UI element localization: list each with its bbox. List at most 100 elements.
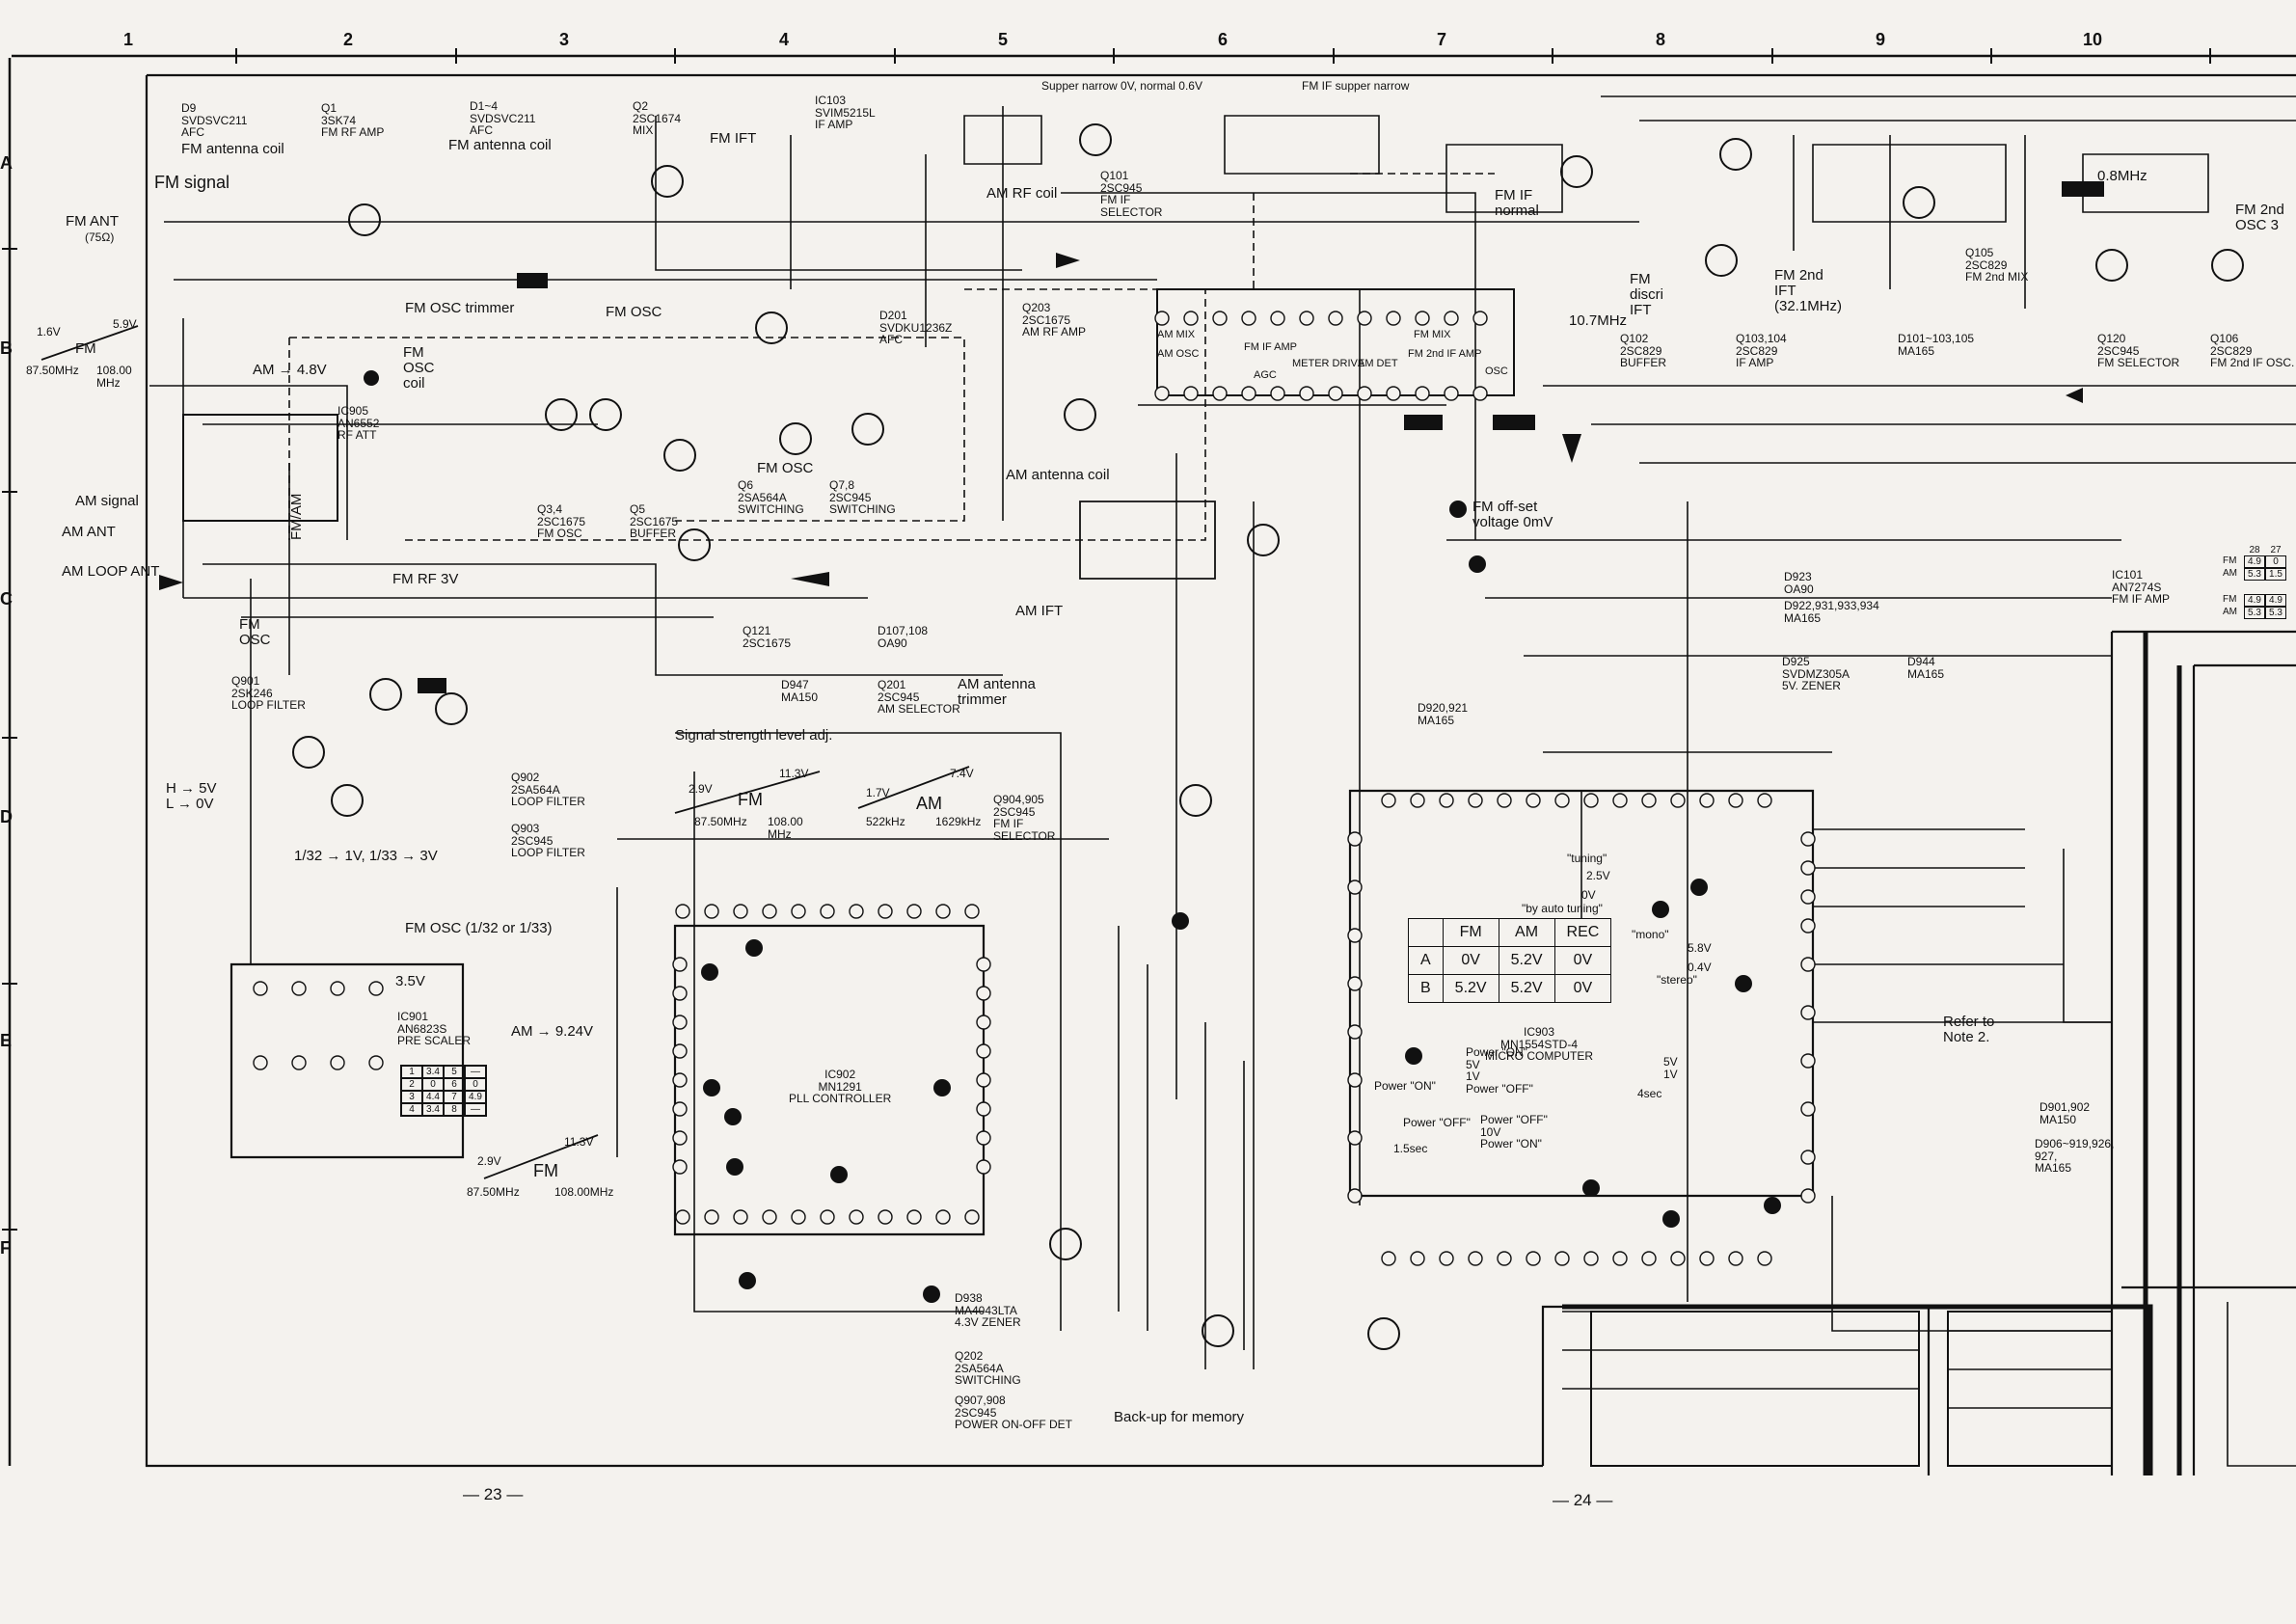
side-cell: 27 [2270, 545, 2282, 555]
fm-osc-coil-label: FM OSC coil [403, 344, 435, 392]
am-antenna-trimmer-label: AM antenna trimmer [958, 676, 1036, 708]
d925-label: D925 SVDMZ305A 5V. ZENER [1782, 655, 1850, 693]
fm-bot-vhigh: 11.3V [564, 1135, 594, 1149]
col-6: 6 [1218, 30, 1229, 49]
ic101-block-meter-drive: METER DRIVE [1292, 358, 1365, 369]
fm-signal-label: FM signal [154, 173, 230, 192]
am-mid-label: AM [916, 794, 942, 813]
am-mid-fhigh: 1629kHz [935, 815, 982, 828]
am-signal-label: AM signal [75, 493, 139, 509]
v5.8-label: 5.8V [1688, 941, 1712, 955]
side-cell: 4.9 [2244, 594, 2265, 607]
am-4.8v-label: AM → 4.8V [253, 362, 327, 378]
q102-label: Q102 2SC829 BUFFER [1620, 332, 1666, 370]
fm-bot-fhigh: 108.00MHz [554, 1185, 614, 1199]
row-b: B [0, 338, 13, 358]
mode-voltage-table: FM AM REC A 0V 5.2V 0V B 5.2V 5.2V 0V [1408, 918, 1612, 1003]
table-row: A 0V 5.2V 0V [1408, 946, 1612, 975]
0.8mhz-label: 0.8MHz [2097, 168, 2147, 184]
ic901-cell: 1 [401, 1066, 422, 1078]
vt-header-cell: AM [1498, 918, 1555, 947]
q2-label: Q2 2SC1674 MIX [633, 99, 682, 138]
side-cell: 28 [2249, 545, 2260, 555]
col-9: 9 [1876, 30, 1886, 49]
power-on-off-label: Power "ON" 5V 1V Power "OFF" [1466, 1045, 1533, 1096]
col-2: 2 [343, 30, 354, 49]
am-antenna-coil-label: AM antenna coil [1006, 467, 1110, 483]
vt-cell: A [1408, 946, 1444, 975]
col-1: 1 [123, 30, 134, 49]
ic101-block-agc: AGC [1254, 369, 1277, 381]
col-7: 7 [1437, 30, 1447, 49]
row-e: E [0, 1031, 13, 1050]
fm-2nd-osc-label: FM 2nd OSC 3 [2235, 202, 2284, 233]
vt-cell: 0V [1553, 974, 1612, 1003]
am-mid-vlow: 1.7V [866, 786, 890, 799]
ic901-cell: 8 [444, 1103, 465, 1116]
ic901-cell: 3 [401, 1091, 422, 1103]
d906-label: D906~919,926, 927, MA165 [2035, 1137, 2115, 1176]
side-cell-gap [2265, 581, 2286, 594]
d920-921-label: D920,921 MA165 [1418, 701, 1469, 727]
fm-osc-3-label: FM OSC [239, 616, 271, 648]
fm-if-normal-label: FM IF normal [1495, 187, 1539, 219]
q201-label: Q201 2SC945 AM SELECTOR [878, 678, 960, 717]
q106-label: Q106 2SC829 FM 2nd IF OSC. [2210, 332, 2295, 370]
am-ant-label: AM ANT [62, 524, 116, 540]
am-rf-coil-label: AM RF coil [986, 185, 1058, 202]
by-auto-tuning-label: "by auto tuning" [1522, 902, 1603, 915]
fm-osc-2-label: FM OSC [757, 460, 814, 476]
table-row: B 5.2V 5.2V 0V [1408, 974, 1612, 1003]
ic103-label: IC103 SVIM5215L IF AMP [815, 94, 876, 132]
fm-top-vhigh: 5.9V [113, 317, 137, 331]
q203-label: Q203 2SC1675 AM RF AMP [1022, 301, 1087, 339]
d101-label: D101~103,105 MA165 [1898, 332, 1975, 358]
ic901-pin-table: 1 3.4 5 — 2 0 6 0 3 4.4 7 4.9 4 3.4 8 — [400, 1065, 487, 1117]
ic901-cell: 4.4 [422, 1091, 444, 1103]
ic901-cell: 0 [465, 1078, 486, 1091]
backup-label: Back-up for memory [1114, 1409, 1245, 1425]
ic901-cell: 4.9 [465, 1091, 486, 1103]
q202-label: Q202 2SA564A SWITCHING [955, 1349, 1021, 1388]
ic901-cell: 6 [444, 1078, 465, 1091]
power-off-2-label: Power "OFF" [1403, 1116, 1471, 1129]
vt-cell: B [1408, 974, 1444, 1003]
fm-mid-label: FM [738, 790, 763, 809]
supper-narrow-label: Supper narrow 0V, normal 0.6V [1041, 79, 1202, 93]
col-4: 4 [779, 30, 790, 49]
fm-bot-label: FM [533, 1161, 558, 1180]
ic901-cell: 2 [401, 1078, 422, 1091]
mode-voltage-header: FM AM REC [1408, 918, 1612, 947]
fm-ant-label: FM ANT [66, 213, 119, 230]
col-3: 3 [559, 30, 570, 49]
pulse-label: 5V 1V [1663, 1055, 1678, 1081]
side-cell: AM [2223, 607, 2237, 617]
fm-am-label: FM/AM [288, 493, 305, 540]
ic101-block-fm-2nd-if: FM 2nd IF AMP [1408, 348, 1482, 360]
q907-908-label: Q907,908 2SC945 POWER ON-OFF DET [955, 1394, 1072, 1432]
row-c: C [0, 589, 13, 609]
fm-ift-label: FM IFT [710, 130, 757, 147]
ic101-block-am-mix: AM MIX [1157, 329, 1196, 340]
col-5: 5 [998, 30, 1009, 49]
fm-top-label: FM [75, 340, 96, 357]
q121-label: Q121 2SC1675 [743, 624, 792, 650]
vt-header-cell: FM [1442, 918, 1499, 947]
1.5sec-label: 1.5sec [1393, 1142, 1428, 1155]
ic902-label: IC902 MN1291 PLL CONTROLLER [789, 1068, 892, 1106]
side-cell-gap [2223, 581, 2244, 594]
row-d: D [0, 807, 13, 826]
fm-mid-vlow: 2.9V [689, 782, 713, 796]
side-cell: 5.3 [2265, 607, 2286, 619]
q101-label: Q101 2SC945 FM IF SELECTOR [1100, 169, 1163, 219]
d9-label: D9 SVDSVC211 AFC [181, 101, 248, 140]
fm-bot-flow: 87.50MHz [467, 1185, 520, 1199]
fm-mid-fhigh: 108.00 MHz [768, 815, 803, 841]
am-mid-vhigh: 7.4V [950, 767, 974, 780]
fm-osc-label: FM OSC [606, 304, 662, 320]
side-cell-gap [2244, 581, 2265, 594]
q5-label: Q5 2SC1675 BUFFER [630, 502, 679, 541]
4sec-label: 4sec [1637, 1087, 1662, 1100]
q1-label: Q1 3SK74 FM RF AMP [321, 101, 385, 140]
fm-discri-label: FM discri IFT [1630, 271, 1664, 318]
